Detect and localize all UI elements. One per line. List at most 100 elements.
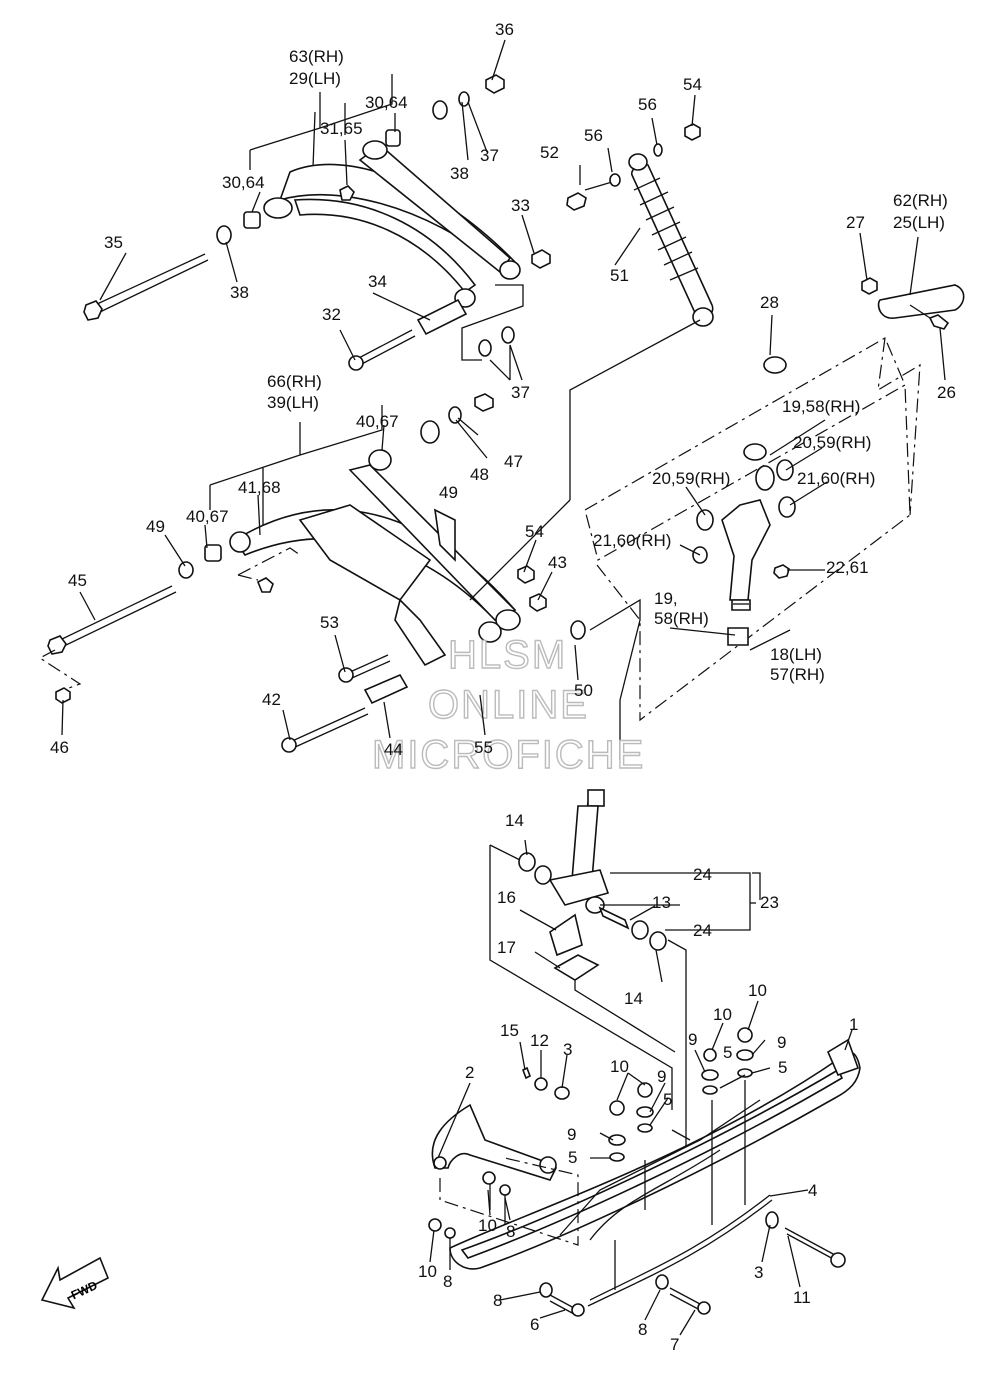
callout-29lh: 29(LH) — [289, 69, 341, 88]
callout-34: 34 — [368, 272, 387, 291]
callout-10e: 10 — [418, 1262, 437, 1281]
callout-8b: 8 — [506, 1222, 515, 1241]
callout-4: 4 — [808, 1181, 817, 1200]
callout-18lh: 18(LH) — [770, 645, 822, 664]
callout-63rh: 63(RH) — [289, 47, 344, 66]
callout-9c: 9 — [688, 1030, 697, 1049]
callout-44: 44 — [384, 740, 403, 759]
callout-9d: 9 — [777, 1033, 786, 1052]
callout-19: 19, — [654, 589, 678, 608]
callout-33: 33 — [511, 196, 530, 215]
callout-5c: 5 — [723, 1043, 732, 1062]
callout-38b: 38 — [230, 283, 249, 302]
callout-24a: 24 — [693, 865, 712, 884]
callout-31-65: 31,65 — [320, 119, 363, 138]
callout-54b: 54 — [525, 522, 544, 541]
leader-lines — [61, 39, 946, 1336]
callout-5b: 5 — [663, 1090, 672, 1109]
watermark-line-3: MICROFICHE — [372, 733, 645, 777]
callout-14b: 14 — [624, 989, 643, 1008]
callout-10b: 10 — [713, 1005, 732, 1024]
callout-56a: 56 — [638, 95, 657, 114]
callout-20-59rh-b: 20,59(RH) — [652, 469, 730, 488]
callout-1: 1 — [849, 1015, 858, 1034]
callout-24b: 24 — [693, 921, 712, 940]
callout-16: 16 — [497, 888, 516, 907]
upper-a-arm — [83, 74, 551, 381]
callout-62rh: 62(RH) — [893, 191, 948, 210]
callout-21-60rh-b: 21,60(RH) — [593, 531, 671, 550]
callout-56b: 56 — [584, 126, 603, 145]
callout-13: 13 — [652, 893, 671, 912]
callout-3a: 3 — [563, 1040, 572, 1059]
callout-2: 2 — [465, 1063, 474, 1082]
callout-49a: 49 — [439, 483, 458, 502]
callout-38a: 38 — [450, 164, 469, 183]
callout-51: 51 — [610, 266, 629, 285]
lower-a-arm — [38, 393, 641, 753]
callout-9a: 9 — [567, 1125, 576, 1144]
callout-7: 7 — [670, 1335, 679, 1354]
callout-11: 11 — [793, 1288, 811, 1307]
callout-32: 32 — [322, 305, 341, 324]
callout-43: 43 — [548, 553, 567, 572]
callout-3b: 3 — [754, 1263, 763, 1282]
callout-47: 47 — [504, 452, 523, 471]
callout-41-68: 41,68 — [238, 478, 281, 497]
callout-5a: 5 — [568, 1148, 577, 1167]
callout-54a: 54 — [683, 75, 702, 94]
callout-10d: 10 — [478, 1216, 497, 1235]
watermark: HLSM ONLINE MICROFICHE — [371, 632, 645, 777]
callout-30-64a: 30,64 — [365, 93, 408, 112]
callout-26: 26 — [937, 383, 956, 402]
forward-direction-icon: FWD — [40, 1256, 110, 1310]
callout-46: 46 — [50, 738, 69, 757]
callout-28: 28 — [760, 293, 779, 312]
callout-50: 50 — [574, 681, 593, 700]
watermark-line-2: ONLINE — [428, 683, 589, 727]
callout-10a: 10 — [610, 1057, 629, 1076]
callout-55: 55 — [474, 738, 493, 757]
callout-17: 17 — [497, 938, 516, 957]
callout-53: 53 — [320, 613, 339, 632]
callout-48: 48 — [470, 465, 489, 484]
callout-57rh: 57(RH) — [770, 665, 825, 684]
callout-labels: 1 2 3 3 4 5 5 5 5 6 7 8 8 8 8 9 9 9 9 10… — [50, 20, 956, 1354]
callout-66rh: 66(RH) — [267, 372, 322, 391]
ski-assembly — [428, 1027, 861, 1317]
watermark-line-1: HLSM — [448, 633, 567, 677]
callout-21-60rh-a: 21,60(RH) — [797, 469, 875, 488]
callout-14a: 14 — [505, 811, 524, 830]
callout-8a: 8 — [443, 1272, 452, 1291]
callout-37a: 37 — [480, 146, 499, 165]
callout-15: 15 — [500, 1021, 519, 1040]
callout-8c: 8 — [493, 1291, 502, 1310]
callout-6: 6 — [530, 1315, 539, 1334]
callout-58rh: 58(RH) — [654, 609, 709, 628]
callout-39lh: 39(LH) — [267, 393, 319, 412]
callout-52: 52 — [540, 143, 559, 162]
callout-19-58rh: 19,58(RH) — [782, 397, 860, 416]
callout-30-64b: 30,64 — [222, 173, 265, 192]
callout-12: 12 — [530, 1031, 549, 1050]
callout-8d: 8 — [638, 1320, 647, 1339]
callout-40-67a: 40,67 — [356, 412, 399, 431]
callout-42: 42 — [262, 690, 281, 709]
steering-arm — [489, 844, 756, 1170]
callout-5d: 5 — [778, 1058, 787, 1077]
callout-37b: 37 — [511, 383, 530, 402]
callout-23: 23 — [760, 893, 779, 912]
callout-35: 35 — [104, 233, 123, 252]
callout-25lh: 25(LH) — [893, 213, 945, 232]
callout-10c: 10 — [748, 981, 767, 1000]
shock-absorber — [566, 123, 714, 500]
callout-22-61: 22,61 — [826, 558, 869, 577]
callout-36: 36 — [495, 20, 514, 39]
spindle-assembly — [571, 277, 965, 881]
callout-40-67b: 40,67 — [186, 507, 229, 526]
callout-49b: 49 — [146, 517, 165, 536]
callout-9b: 9 — [657, 1067, 666, 1086]
callout-20-59rh-a: 20,59(RH) — [793, 433, 871, 452]
